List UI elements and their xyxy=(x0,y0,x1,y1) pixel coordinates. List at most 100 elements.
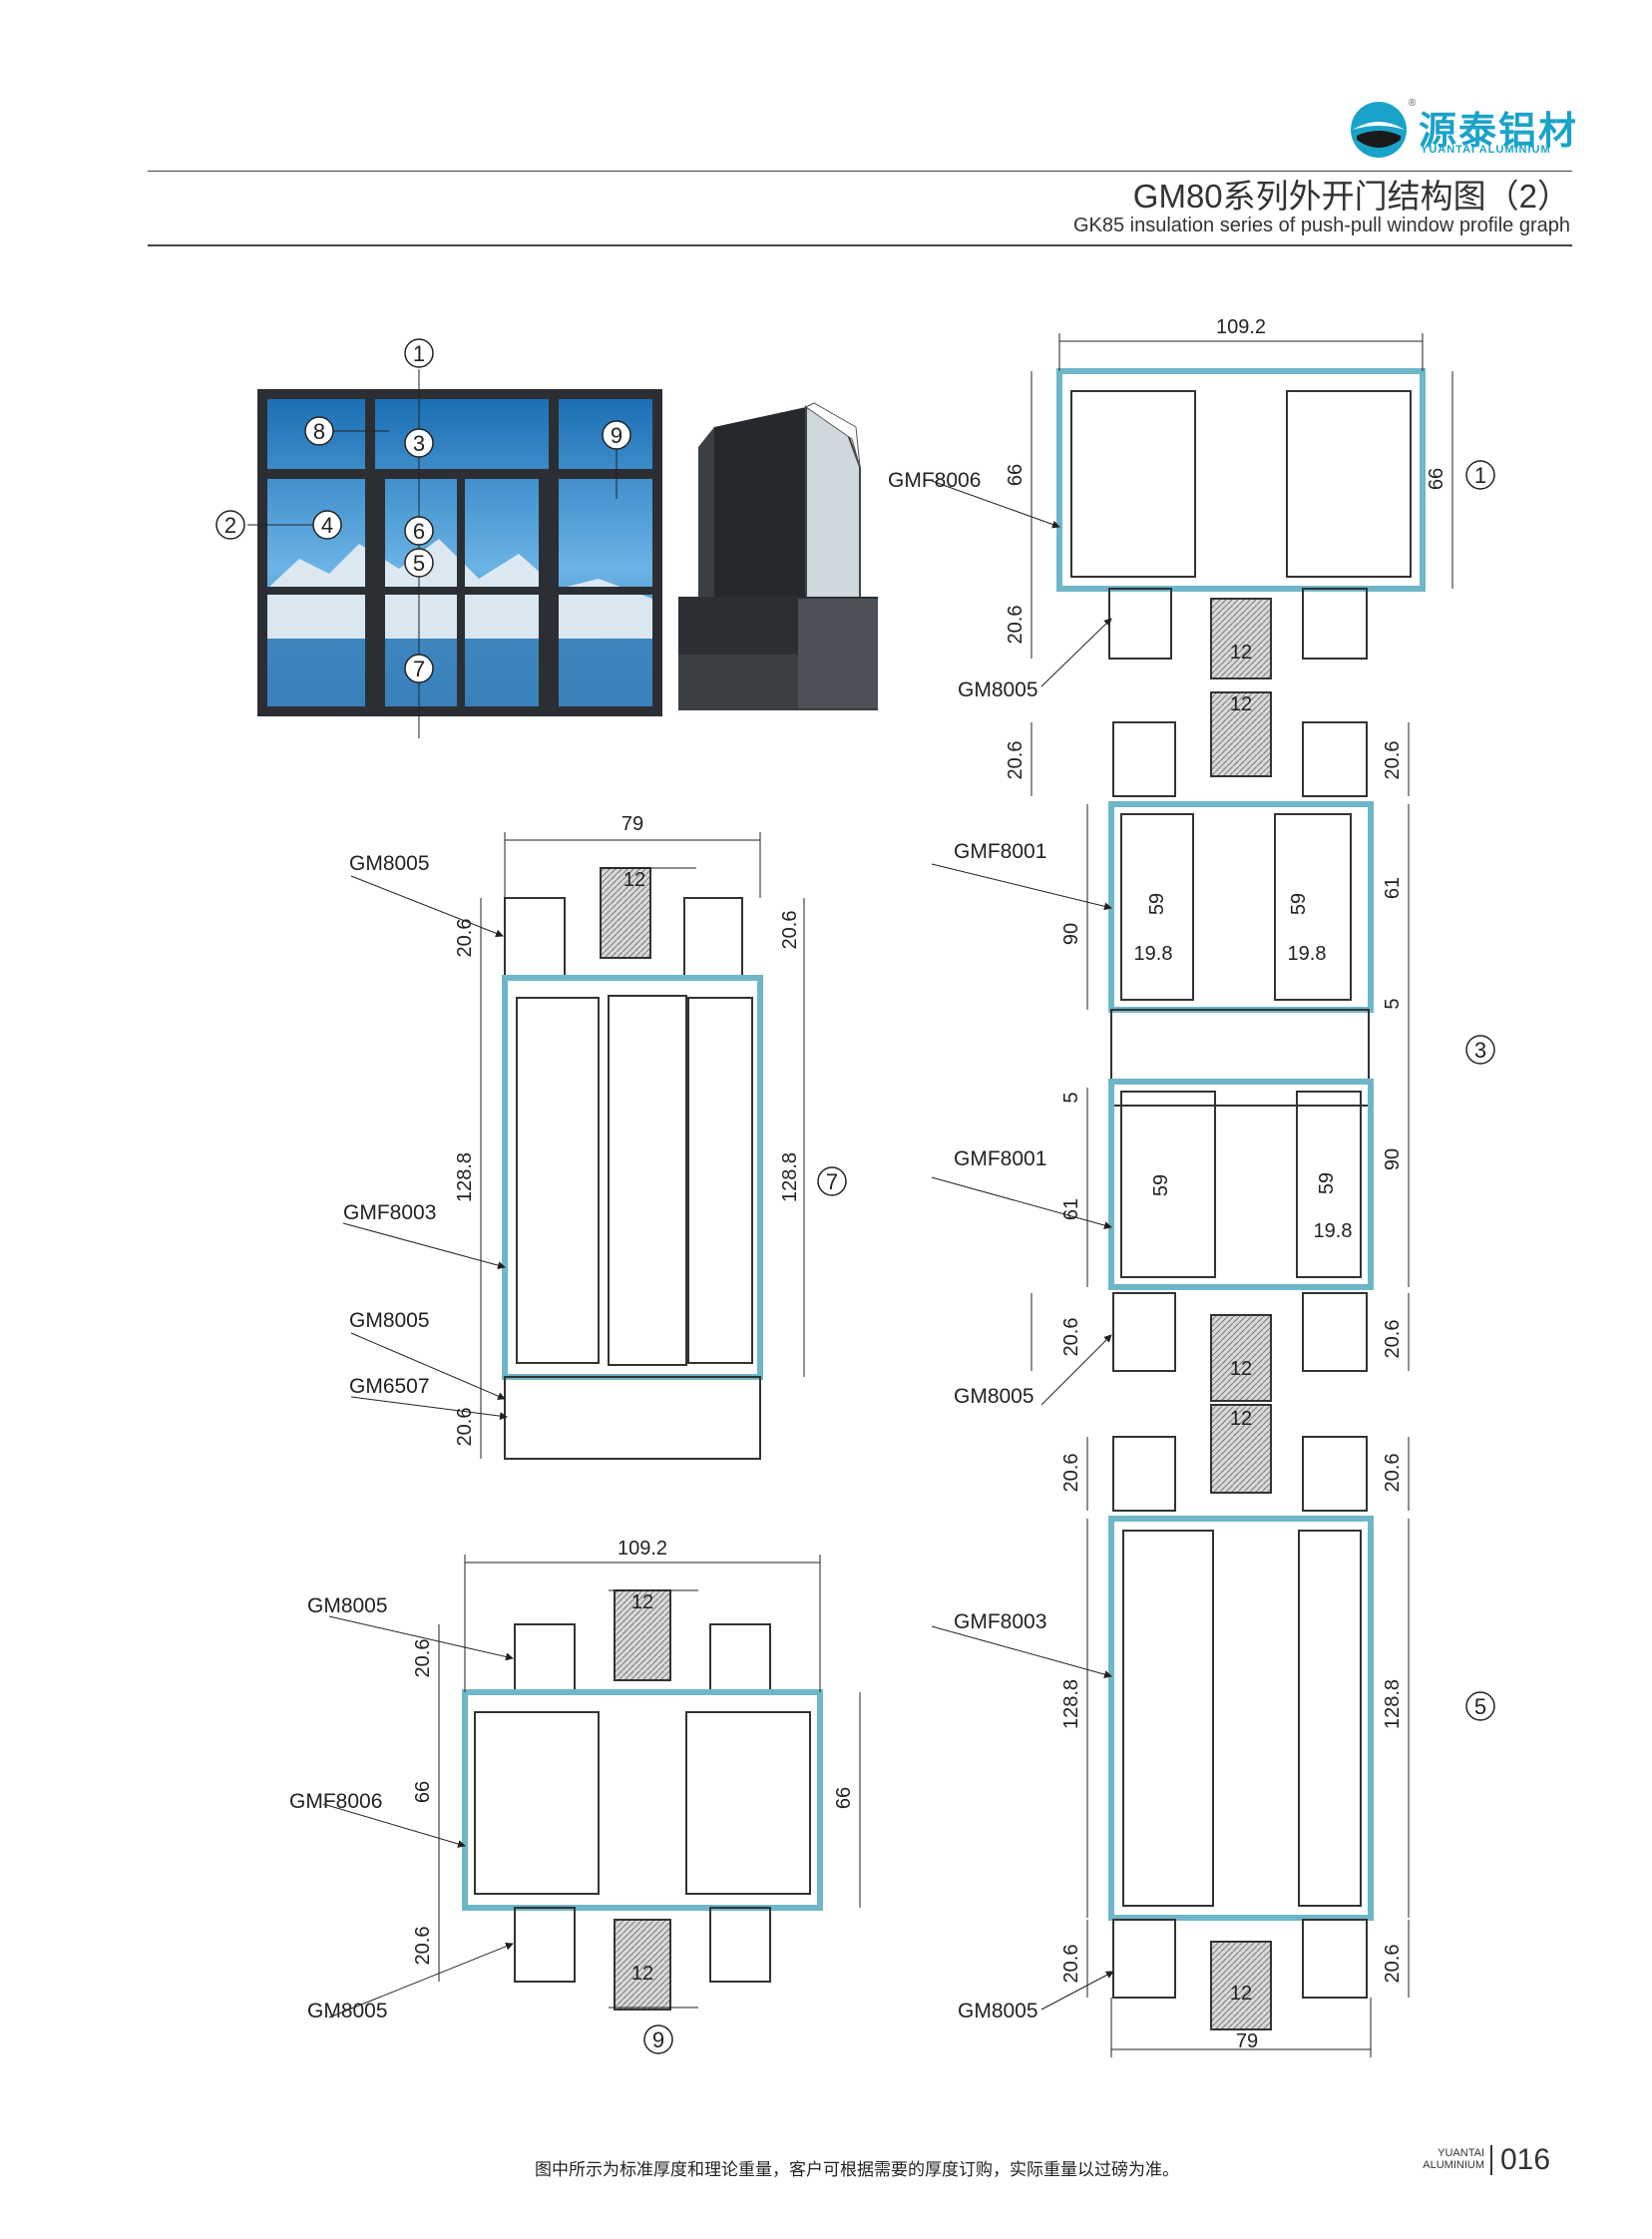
s3-lower-left-chamber xyxy=(1120,1091,1216,1278)
s3-dim-upper-right: 61 xyxy=(1382,877,1404,899)
s5-dim-top-h-right: 20.6 xyxy=(1382,1454,1404,1493)
s9-dim-body-right: 66 xyxy=(833,1787,855,1809)
s1-dim-body-right: 66 xyxy=(1426,468,1447,490)
s1-main-frame xyxy=(1056,368,1426,592)
s7-dim-bottom-h: 20.6 xyxy=(454,1408,476,1447)
s9-label-middle: GMF8006 xyxy=(289,1790,382,1813)
s3-dim-lower-w: 19.8 xyxy=(1314,1220,1353,1242)
s3-dim-top-h-right: 20.6 xyxy=(1382,741,1404,780)
s1-label-bottom: GM8005 xyxy=(958,678,1038,701)
s3-label-lower: GMF8001 xyxy=(954,1147,1046,1170)
dimension-lines xyxy=(438,333,1453,2057)
s3-upper-left-chamber xyxy=(1120,813,1194,1001)
s9-top-right-frame xyxy=(709,1623,771,1693)
s3-dim-bottom-h-left: 20.6 xyxy=(1060,1318,1082,1357)
s3-dim-lower-left: 61 xyxy=(1060,1198,1082,1220)
s3-dim-lower-total: 90 xyxy=(1382,1148,1404,1170)
corner-profile-3d xyxy=(678,402,878,710)
s3-dim-gap-left: 5 xyxy=(1060,1092,1082,1103)
section-3-marker: 3 xyxy=(1474,1038,1486,1063)
s1-left-chamber xyxy=(1070,390,1196,578)
s5-label-middle: GMF8003 xyxy=(954,1610,1046,1633)
page-number: 016 xyxy=(1500,2143,1551,2176)
s7-dim-top-h-right: 20.6 xyxy=(779,911,801,950)
s9-dim-bottom-h: 20.6 xyxy=(412,1927,434,1966)
s3-top-left-frame xyxy=(1112,721,1176,797)
s1-glass-a xyxy=(1210,598,1272,679)
footer-note: 图中所示为标准厚度和理论重量，客户可根据需要的厚度订购，实际重量以过磅为准。 xyxy=(535,2160,1179,2180)
s7-dim-top-h-left: 20.6 xyxy=(454,919,476,958)
footer-brand-line2: ALUMINIUM xyxy=(1423,2159,1484,2171)
footer-brand: YUANTAI ALUMINIUM xyxy=(1393,2147,1484,2171)
s3-dim-glass: 12 xyxy=(1230,1358,1252,1380)
s7-label-bottom-a: GM8005 xyxy=(349,1309,430,1332)
s5-glass-top xyxy=(1210,1404,1272,1494)
callout-2: 2 xyxy=(224,513,236,538)
s9-dim-top-h: 20.6 xyxy=(412,1639,434,1678)
brand-logo: ® 源泰铝材 YUANTAI ALUMINIUM xyxy=(1349,98,1576,162)
s5-left-chamber xyxy=(1122,1530,1214,1907)
callout-7: 7 xyxy=(413,657,425,681)
callout-3: 3 xyxy=(413,431,425,456)
s5-dim-body-left: 128.8 xyxy=(1060,1679,1082,1729)
callout-1: 1 xyxy=(413,341,425,366)
s5-dim-glass-bottom: 12 xyxy=(1230,1983,1252,2005)
section-7-marker: 7 xyxy=(826,1169,838,1194)
s5-label-bottom: GM8005 xyxy=(958,2000,1038,2022)
registered-mark: ® xyxy=(1409,98,1417,109)
s5-glass-bottom xyxy=(1210,1941,1272,2030)
header-rule-bottom xyxy=(148,244,1572,246)
s9-dim-glass-top: 12 xyxy=(631,1591,653,1613)
s9-bottom-left-frame xyxy=(514,1907,576,1983)
s3-upper-right-chamber xyxy=(1274,813,1352,1001)
s1-dim-bottom-h: 20.6 xyxy=(1005,606,1027,645)
s9-top-left-frame xyxy=(514,1623,576,1693)
section-1-drawing xyxy=(1056,368,1426,679)
section-5-drawing xyxy=(1108,1404,1374,2030)
s7-main-frame xyxy=(502,975,763,1380)
s7-left-chamber xyxy=(516,997,600,1364)
section-5-marker: 5 xyxy=(1474,1694,1486,1719)
s3-top-right-frame xyxy=(1302,721,1368,797)
s3-dim-lower-inner-b: 59 xyxy=(1316,1172,1338,1194)
s9-dim-width: 109.2 xyxy=(618,1538,667,1560)
s7-top-right-frame xyxy=(683,897,743,979)
page-subtitle: GK85 insulation series of push-pull wind… xyxy=(1072,215,1570,236)
s3-dim-gap-right: 5 xyxy=(1382,998,1404,1009)
brand-emblem-icon xyxy=(1351,102,1407,158)
s3-mullion-gap xyxy=(1110,1009,1370,1107)
callout-4: 4 xyxy=(321,513,333,538)
s3-dim-bottom-h-right: 20.6 xyxy=(1382,1320,1404,1359)
section-3-drawing xyxy=(1108,691,1374,1402)
footer-separator xyxy=(1490,2145,1492,2175)
section-1-marker: 1 xyxy=(1474,463,1486,488)
s5-dim-body-right: 128.8 xyxy=(1382,1679,1404,1729)
s1-dim-body-left: 66 xyxy=(1005,464,1027,486)
s5-top-left-frame xyxy=(1112,1436,1176,1512)
s3-label-upper: GMF8001 xyxy=(954,840,1046,863)
s7-dim-body-right: 128.8 xyxy=(779,1152,801,1202)
callout-circles xyxy=(215,338,1495,2054)
s5-right-chamber xyxy=(1298,1530,1362,1907)
s1-bottom-right-frame xyxy=(1302,588,1368,660)
s3-glass xyxy=(1210,1314,1272,1402)
s7-insulation-bay xyxy=(608,995,687,1366)
s3-lower-frame xyxy=(1108,1079,1374,1290)
s3-dim-lower-inner-a: 59 xyxy=(1150,1174,1172,1196)
s3-dim-upper-total: 90 xyxy=(1060,923,1082,945)
s5-dim-width: 79 xyxy=(1236,2030,1258,2052)
callout-8: 8 xyxy=(313,419,325,444)
callout-6: 6 xyxy=(413,519,425,544)
s7-bottom-frame xyxy=(504,1376,761,1460)
s5-dim-bottom-h-right: 20.6 xyxy=(1382,1945,1404,1984)
s3-bottom-left-frame xyxy=(1112,1292,1176,1372)
footer-brand-line1: YUANTAI xyxy=(1438,2147,1484,2159)
s3-dim-upper-w-b: 19.8 xyxy=(1288,943,1327,965)
s3-dim-upper-w-a: 19.8 xyxy=(1134,943,1173,965)
section-9-drawing xyxy=(462,1589,823,2011)
callout-5: 5 xyxy=(413,551,425,576)
s7-label-top: GM8005 xyxy=(349,852,430,875)
s5-bottom-right-frame xyxy=(1302,1919,1368,1999)
s7-right-chamber xyxy=(687,997,753,1364)
